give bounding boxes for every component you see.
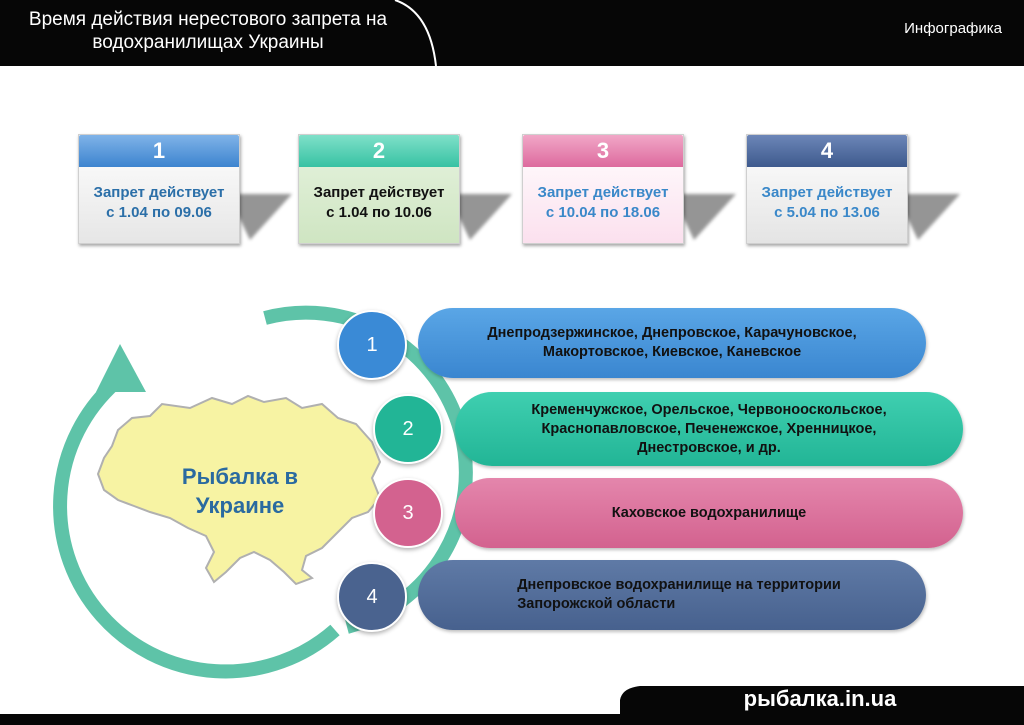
card-text-line: Запрет действует bbox=[313, 184, 445, 201]
card-number: 2 bbox=[299, 135, 459, 167]
ukraine-map-icon bbox=[96, 394, 382, 586]
group-pill-3: Каховское водохранилище bbox=[455, 478, 963, 548]
site-name: рыбалка.in.ua bbox=[743, 686, 897, 711]
cycle-arc bbox=[53, 376, 340, 679]
card-number: 3 bbox=[523, 135, 683, 167]
period-card-3: 3 Запрет действует с 10.04 по 18.06 bbox=[522, 134, 736, 244]
group-text: Каховское водохранилище bbox=[611, 504, 807, 521]
card-text-line: с 10.04 по 18.06 bbox=[545, 204, 661, 221]
category-tag: Инфографика bbox=[904, 20, 1002, 37]
group-number-2: 2 bbox=[373, 394, 443, 464]
card-text: Запрет действует с 5.04 по 13.06 bbox=[747, 183, 907, 223]
card-text-line: с 5.04 по 13.06 bbox=[774, 204, 880, 221]
group-number-1: 1 bbox=[337, 310, 407, 380]
card-text: Запрет действует с 1.04 по 10.06 bbox=[299, 183, 459, 223]
group-text: Днепровское водохранилище на территории … bbox=[517, 577, 841, 612]
page-title: Время действия нерестового запрета на во… bbox=[28, 9, 388, 53]
card-text-line: Запрет действует bbox=[537, 184, 669, 201]
card-text-line: с 1.04 по 09.06 bbox=[106, 204, 212, 221]
card-text-line: Запрет действует bbox=[93, 184, 225, 201]
card-body: 4 Запрет действует с 5.04 по 13.06 bbox=[746, 134, 908, 244]
group-number-3: 3 bbox=[373, 478, 443, 548]
arrow-head-icon bbox=[96, 344, 146, 392]
map-label: Рыбалка в Украине bbox=[181, 464, 299, 518]
group-text: Кременчужское, Орельское, Червонооскольс… bbox=[531, 401, 887, 456]
period-card-2: 2 Запрет действует с 1.04 по 10.06 bbox=[298, 134, 512, 244]
card-text-line: Запрет действует bbox=[761, 184, 893, 201]
card-text: Запрет действует с 1.04 по 09.06 bbox=[79, 183, 239, 223]
group-text: Днепродзержинское, Днепровское, Карачуно… bbox=[487, 325, 857, 360]
card-body: 2 Запрет действует с 1.04 по 10.06 bbox=[298, 134, 460, 244]
card-text-line: с 1.04 по 10.06 bbox=[326, 204, 432, 221]
group-pill-4: Днепровское водохранилище на территории … bbox=[418, 560, 926, 630]
card-text: Запрет действует с 10.04 по 18.06 bbox=[523, 183, 683, 223]
period-card-1: 1 Запрет действует с 1.04 по 09.06 bbox=[78, 134, 292, 244]
group-number-4: 4 bbox=[337, 562, 407, 632]
card-number: 1 bbox=[79, 135, 239, 167]
card-body: 1 Запрет действует с 1.04 по 09.06 bbox=[78, 134, 240, 244]
card-body: 3 Запрет действует с 10.04 по 18.06 bbox=[522, 134, 684, 244]
group-pill-1: Днепродзержинское, Днепровское, Карачуно… bbox=[418, 308, 926, 378]
period-card-4: 4 Запрет действует с 5.04 по 13.06 bbox=[746, 134, 960, 244]
card-number: 4 bbox=[747, 135, 907, 167]
group-pill-2: Кременчужское, Орельское, Червонооскольс… bbox=[455, 392, 963, 466]
